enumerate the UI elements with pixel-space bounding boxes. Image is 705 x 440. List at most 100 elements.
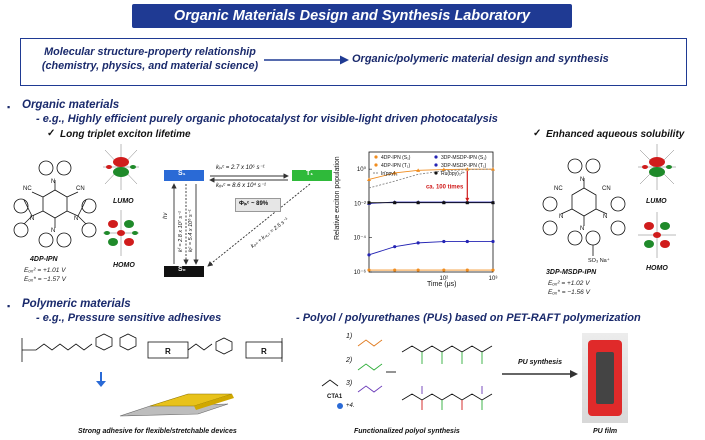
x-tick-label: 10³: [489, 276, 498, 282]
svg-text:N: N: [30, 216, 34, 222]
x-tick-label: 10²: [440, 276, 449, 282]
caption-polyol: Functionalized polyol synthesis: [354, 428, 460, 435]
mol-left-name: 4DP-IPN: [30, 256, 58, 263]
mol-left-e1: Eₒₓ² = +1.01 V: [24, 267, 66, 274]
svg-text:N: N: [580, 226, 584, 232]
data-point: [491, 167, 495, 171]
data-point: [491, 201, 495, 205]
data-point: [416, 168, 421, 172]
down-arrow-icon: [96, 372, 106, 387]
y-tick-label: 10⁰: [357, 166, 367, 173]
data-point: [367, 177, 371, 181]
legend-swatch: [434, 155, 438, 159]
check-left-label: Long triplet exciton lifetime: [60, 129, 191, 140]
molecule-3dp-msdp-ipn: N N N N CN NC: [542, 158, 626, 256]
mol-left-lumo-label: LUMO: [113, 198, 134, 205]
y-tick-label: 10⁻²: [354, 201, 366, 207]
pu-synthesis-label: PU synthesis: [518, 359, 562, 366]
mol-right-salt: SO₃ Na⁺: [588, 258, 610, 264]
legend-swatch: [374, 163, 378, 167]
svg-text:NC: NC: [554, 186, 563, 192]
relationship-box: [20, 38, 687, 86]
polyol-scheme: [321, 339, 493, 410]
lumo-orbital-right: [638, 144, 676, 190]
polymer-structure: R R: [21, 333, 283, 362]
data-point: [491, 268, 495, 272]
s1-label: S₁: [178, 170, 186, 177]
kisc-label: kᵢₛᶜ = 2.7 x 10⁶ s⁻¹: [216, 165, 265, 171]
series-line: [368, 168, 494, 189]
data-point: [442, 268, 446, 272]
data-point: [465, 201, 469, 205]
annotation-arrowhead: [465, 197, 470, 202]
jablonski-arrows: [171, 173, 311, 267]
legend-swatch: [434, 171, 438, 175]
data-point: [442, 239, 446, 244]
mol-right-e2: Eₒₓ* = −1.56 V: [548, 289, 590, 296]
adhesive-device-image: [119, 393, 234, 417]
pu-film-device: [596, 352, 614, 404]
pu-arrow-icon: [502, 370, 578, 378]
hv-label: hv: [163, 212, 169, 219]
relationship-right: Organic/polymeric material design and sy…: [352, 53, 609, 65]
data-point: [367, 268, 371, 272]
relationship-left-line1: Molecular structure-property relationshi…: [44, 46, 256, 58]
homo-orbital-right: [638, 212, 676, 258]
relationship-left: Molecular structure-property relationshi…: [40, 45, 260, 73]
s1-level: [164, 170, 204, 181]
legend-swatch: [374, 155, 378, 159]
mol-left-homo-label: HOMO: [113, 262, 135, 269]
data-point: [442, 201, 446, 205]
s0-level: [164, 266, 204, 277]
data-point: [416, 241, 420, 245]
series-line: [368, 241, 493, 256]
r-label-2: R: [261, 347, 267, 356]
data-point: [367, 201, 371, 205]
data-point: [491, 239, 495, 244]
data-point: [465, 239, 469, 244]
t1-level: [292, 170, 332, 181]
chart-ylabel: Relative exciton population: [334, 156, 341, 240]
check-icon: ✓: [533, 128, 542, 139]
mol-right-e1: Eₒₓ² = +1.02 V: [548, 280, 590, 287]
t1-label: T₁: [306, 170, 314, 177]
data-point: [465, 268, 469, 272]
check-right-label: Enhanced aqueous solubility: [546, 129, 685, 140]
phi-box: [235, 198, 281, 212]
cta-label: CTA1: [327, 394, 343, 400]
bullet-icon: ▪: [7, 301, 11, 311]
data-point: [392, 170, 397, 175]
polymeric-heading: Polymeric materials: [22, 298, 131, 310]
caption-adhesive: Strong adhesive for flexible/stretchable…: [78, 428, 237, 435]
krisc-label: kᵣᵢₛᶜ = 8.6 x 10⁴ s⁻¹: [216, 183, 266, 189]
s0-label: S₀: [178, 266, 186, 273]
svg-text:N: N: [51, 179, 55, 185]
chart-frame: [368, 151, 494, 273]
step-2: 2): [346, 357, 353, 364]
kic-label: kᵢᶜ = 5.4 x 10⁶ s⁻¹: [188, 209, 194, 252]
svg-text:CN: CN: [76, 186, 85, 192]
check-icon: ✓: [47, 128, 56, 139]
data-point: [393, 268, 397, 272]
bullet-icon: ▪: [7, 102, 11, 112]
organic-example: - e.g., Highly efficient purely organic …: [36, 113, 498, 125]
data-point: [393, 201, 397, 205]
data-point: [441, 167, 446, 172]
mol-right-homo-label: HOMO: [646, 265, 668, 272]
annotation-label: ca. 100 times: [426, 184, 464, 190]
polymeric-example-right: - Polyol / polyurethanes (PUs) based on …: [296, 312, 641, 324]
legend-label: 3DP-MSDP-IPN (T₁): [441, 163, 487, 169]
chart-xlabel: Time (μs): [427, 281, 457, 288]
mol-right-lumo-label: LUMO: [646, 198, 667, 205]
legend-label: 3DP-MSDP-IPN (S₁): [441, 155, 487, 161]
data-point: [416, 201, 420, 205]
svg-text:N: N: [580, 177, 584, 183]
legend-label: 4DP-IPN (T₁): [381, 163, 411, 169]
lumo-orbital-left: [103, 144, 139, 190]
step-1: 1): [346, 333, 353, 340]
organic-heading: Organic materials: [22, 99, 120, 111]
svg-text:N: N: [603, 214, 607, 220]
page-title: Organic Materials Design and Synthesis L…: [132, 4, 572, 28]
legend-label: Ru(bpy)₃²⁺: [441, 171, 465, 177]
